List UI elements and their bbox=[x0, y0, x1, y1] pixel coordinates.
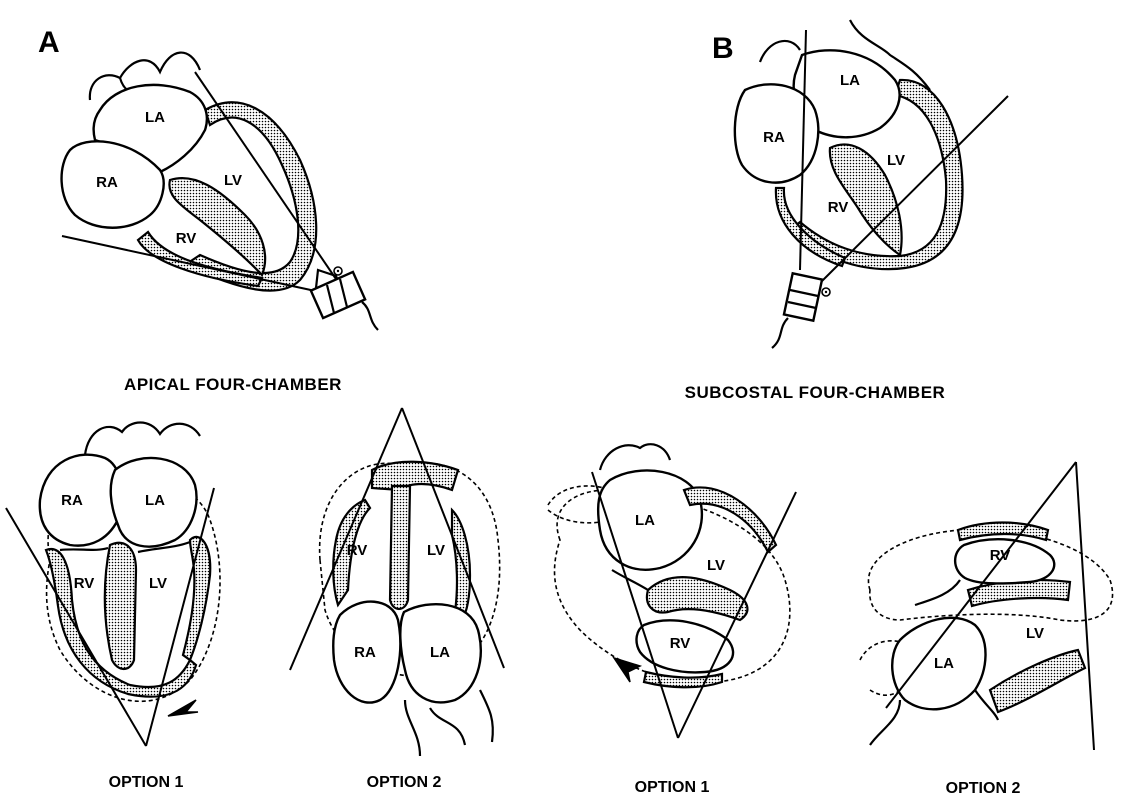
label-rv: RV bbox=[176, 230, 197, 247]
panel-a-option-1: RA LA RV LV OPTION 1 bbox=[6, 423, 220, 792]
transducer-icon bbox=[311, 267, 378, 330]
great-vessels-a1 bbox=[85, 423, 200, 456]
option-2-label-b: OPTION 2 bbox=[946, 780, 1021, 797]
label-lv-b2: LV bbox=[1026, 625, 1044, 642]
label-ra-a1: RA bbox=[61, 492, 83, 509]
option-1-label-a: OPTION 1 bbox=[109, 774, 184, 791]
label-rv-a2: RV bbox=[347, 542, 368, 559]
panel-b-letter: B bbox=[712, 32, 734, 65]
label-ra: RA bbox=[96, 174, 118, 191]
beam-line-1 bbox=[195, 72, 338, 282]
beam-line-b2-2 bbox=[1076, 462, 1094, 750]
apex-wall-a2 bbox=[372, 462, 458, 490]
label-rv-b: RV bbox=[828, 199, 849, 216]
option-2-label-a: OPTION 2 bbox=[367, 774, 442, 791]
panel-a-letter: A bbox=[38, 26, 60, 59]
rv-top-wall-b2 bbox=[958, 523, 1048, 541]
label-la-b: LA bbox=[840, 72, 860, 89]
septum-a1 bbox=[105, 543, 136, 669]
label-lv-a1: LV bbox=[149, 575, 167, 592]
label-lv-b: LV bbox=[887, 152, 905, 169]
panel-b-caption: SUBCOSTAL FOUR-CHAMBER bbox=[685, 383, 946, 402]
label-la-a1: LA bbox=[145, 492, 165, 509]
label-la-a2: LA bbox=[430, 644, 450, 661]
label-la-b2: LA bbox=[934, 655, 954, 672]
panel-b: B LA RA LV RV SUBCOSTAL FOUR-CHAMBER bbox=[685, 20, 1008, 402]
label-lv: LV bbox=[224, 172, 242, 189]
label-la: LA bbox=[145, 109, 165, 126]
panel-b-option-1: LA LV RV OPTION 1 bbox=[548, 444, 796, 796]
panel-a: A LA RA LV RV APICAL FOU bbox=[38, 26, 378, 394]
arrow-icon bbox=[168, 700, 198, 716]
label-ra-b: RA bbox=[763, 129, 785, 146]
label-la-b1: LA bbox=[635, 512, 655, 529]
panel-a-option-2: RV LV RA LA OPTION 2 bbox=[290, 408, 504, 791]
label-lv-a2: LV bbox=[427, 542, 445, 559]
label-ra-a2: RA bbox=[354, 644, 376, 661]
great-vessels-b1 bbox=[600, 444, 670, 470]
option-1-label-b: OPTION 1 bbox=[635, 779, 710, 796]
label-lv-b1: LV bbox=[707, 557, 725, 574]
transducer-icon bbox=[772, 273, 830, 348]
label-rv-a1: RV bbox=[74, 575, 95, 592]
panel-a-caption: APICAL FOUR-CHAMBER bbox=[124, 375, 342, 394]
panel-b-option-2: RV LV LA OPTION 2 bbox=[860, 462, 1113, 797]
arrow-icon bbox=[614, 658, 640, 682]
septum-b1 bbox=[647, 577, 747, 620]
rv-wall-b1 bbox=[644, 672, 722, 687]
label-rv-b1: RV bbox=[670, 635, 691, 652]
septum-a2 bbox=[390, 486, 410, 609]
lv-wall-a2 bbox=[452, 510, 470, 620]
lv-wall-b2 bbox=[990, 650, 1085, 712]
